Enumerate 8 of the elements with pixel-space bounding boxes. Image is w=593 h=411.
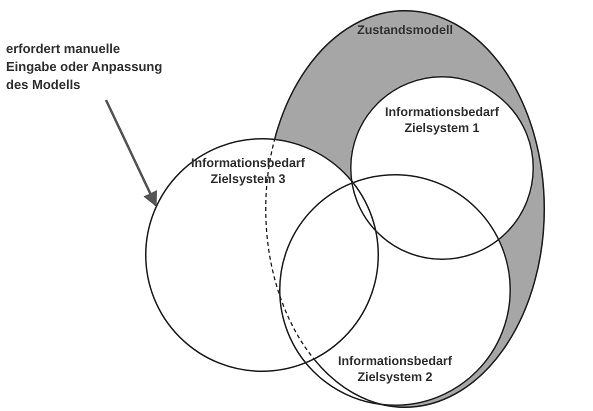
- region-title: Zustandsmodell: [356, 22, 454, 38]
- venn-circle: [279, 174, 511, 406]
- venn-circle: [350, 76, 534, 260]
- circle-label: Informationsbedarf Zielsystem 3: [190, 155, 306, 187]
- callout-text: erfordert manuelle Eingabe oder Anpassung des Modells: [6, 40, 164, 94]
- circle-label: Informationsbedarf Zielsystem 1: [384, 104, 500, 136]
- circle-label: Informationsbedarf Zielsystem 2: [337, 353, 453, 385]
- leader-arrow: [104, 99, 158, 207]
